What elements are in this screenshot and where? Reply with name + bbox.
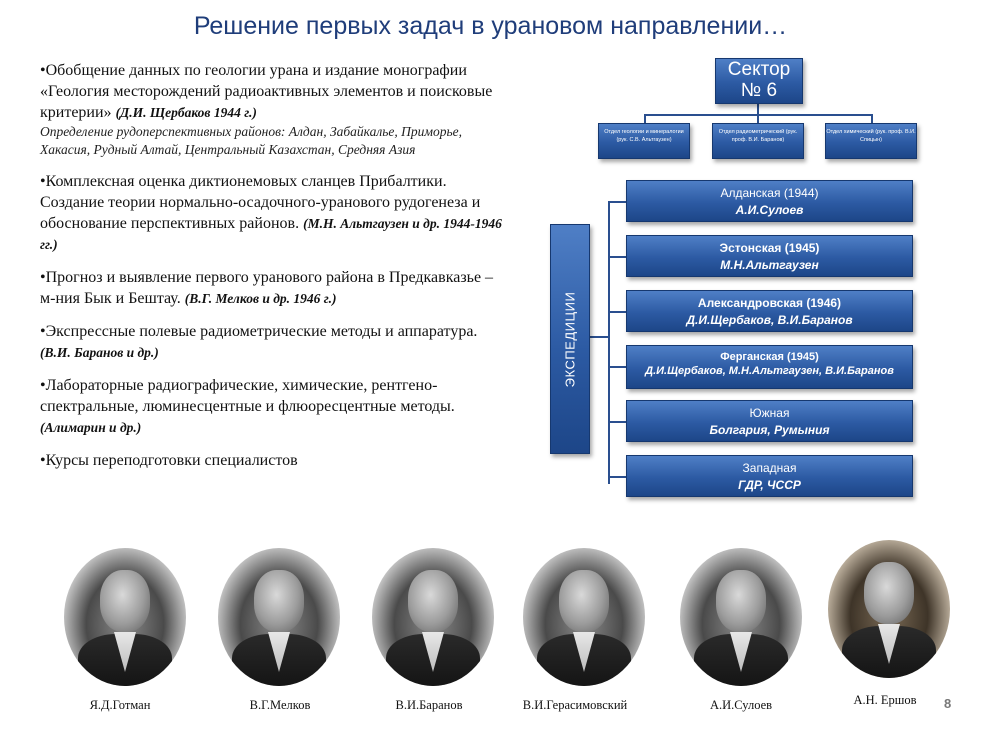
connector-line [871, 114, 873, 123]
connector-line [608, 476, 626, 478]
connector-line [608, 366, 626, 368]
connector-line [757, 114, 759, 123]
expedition-name: Ферганская (1945) [720, 351, 819, 363]
bullet-list: •Обобщение данных по геологии урана и из… [40, 60, 510, 483]
bullet-item: •Комплексная оценка диктионемовых сланце… [40, 171, 510, 255]
portrait-photo [828, 540, 950, 678]
sector-box: Сектор № 6 [715, 58, 803, 104]
person-name: В.И.Баранов [395, 698, 463, 712]
expedition-members: Д.И.Щербаков, В.И.Баранов [686, 313, 853, 327]
page-number: 8 [944, 696, 952, 711]
connector-line [588, 336, 608, 338]
bullet-item: •Курсы переподготовки специалистов [40, 450, 510, 471]
expedition-box: Западная ГДР, ЧССР [626, 455, 913, 497]
connector-line [757, 102, 759, 114]
expedition-name: Южная [749, 406, 790, 420]
connector-line [608, 201, 610, 484]
bullet-citation: (М.Н. Альтгаузен и др. 1944-1946 гг.) [40, 216, 502, 252]
expedition-name: Алданская (1944) [720, 186, 819, 200]
expedition-members: Д.И.Щербаков, М.Н.Альтгаузен, В.И.Барано… [645, 365, 894, 377]
bullet-citation: (Алимарин и др.) [40, 420, 142, 435]
bullet-item: •Прогноз и выявление первого уранового р… [40, 267, 510, 309]
bullet-text: •Комплексная оценка диктионемовых сланце… [40, 173, 481, 232]
expedition-box: Ферганская (1945) Д.И.Щербаков, М.Н.Альт… [626, 345, 913, 389]
connector-line [608, 421, 626, 423]
expedition-name: Александровская (1946) [697, 296, 842, 310]
connector-line [608, 256, 626, 258]
expeditions-label-box: ЭКСПЕДИЦИИ [550, 224, 590, 454]
expedition-box: Александровская (1946) Д.И.Щербаков, В.И… [626, 290, 913, 332]
portrait-photo [680, 548, 802, 686]
department-box: Отдел радиометрический (рук. проф. В.И. … [712, 123, 804, 159]
portrait-photo [372, 548, 494, 686]
bullet-text: •Обобщение данных по геологии урана и из… [40, 62, 493, 121]
department-box: Отдел химический (рук. проф. В.И. Спицын… [825, 123, 917, 159]
expedition-box: Южная Болгария, Румыния [626, 400, 913, 442]
expedition-members: М.Н.Альтгаузен [720, 258, 819, 272]
bullet-citation: (Д.И. Щербаков 1944 г.) [115, 105, 257, 120]
org-chart: Сектор № 6 Отдел геологии и минералогии … [548, 58, 968, 508]
connector-line [608, 311, 626, 313]
expeditions-label: ЭКСПЕДИЦИИ [562, 291, 578, 387]
bullet-text: •Прогноз и выявление первого уранового р… [40, 269, 494, 307]
expedition-name: Западная [742, 461, 797, 475]
bullet-citation: (В.Г. Мелков и др. 1946 г.) [184, 291, 337, 306]
department-box: Отдел геологии и минералогии (рук. С.В. … [598, 123, 690, 159]
expedition-box: Алданская (1944) А.И.Сулоев [626, 180, 913, 222]
person-name: Я.Д.Готман [89, 698, 151, 712]
portrait-photo [218, 548, 340, 686]
person-name: В.И.Герасимовский [522, 698, 628, 712]
person-name: А.Н. Ершов [853, 693, 917, 707]
bullet-item: •Экспрессные полевые радиометрические ме… [40, 321, 510, 363]
expedition-name: Эстонская (1945) [719, 241, 820, 255]
bullet-subtext: Определение рудоперспективных районов: А… [40, 124, 463, 157]
expedition-members: Болгария, Румыния [709, 423, 830, 437]
bullet-item: •Лабораторные радиографические, химическ… [40, 375, 510, 438]
expedition-members: А.И.Сулоев [735, 203, 804, 217]
expedition-members: ГДР, ЧССР [738, 478, 801, 492]
portrait-photo [64, 548, 186, 686]
connector-line [644, 114, 646, 123]
connector-line [608, 201, 626, 203]
bullet-text: •Экспрессные полевые радиометрические ме… [40, 323, 478, 340]
bullet-text: •Курсы переподготовки специалистов [40, 452, 298, 469]
bullet-text: •Лабораторные радиографические, химическ… [40, 377, 455, 415]
portrait-photo [523, 548, 645, 686]
person-name: В.Г.Мелков [249, 698, 311, 712]
slide-title: Решение первых задач в урановом направле… [193, 12, 788, 40]
bullet-item: •Обобщение данных по геологии урана и из… [40, 60, 510, 159]
expedition-box: Эстонская (1945) М.Н.Альтгаузен [626, 235, 913, 277]
bullet-citation: (В.И. Баранов и др.) [40, 345, 159, 360]
person-name: А.И.Сулоев [709, 698, 773, 712]
